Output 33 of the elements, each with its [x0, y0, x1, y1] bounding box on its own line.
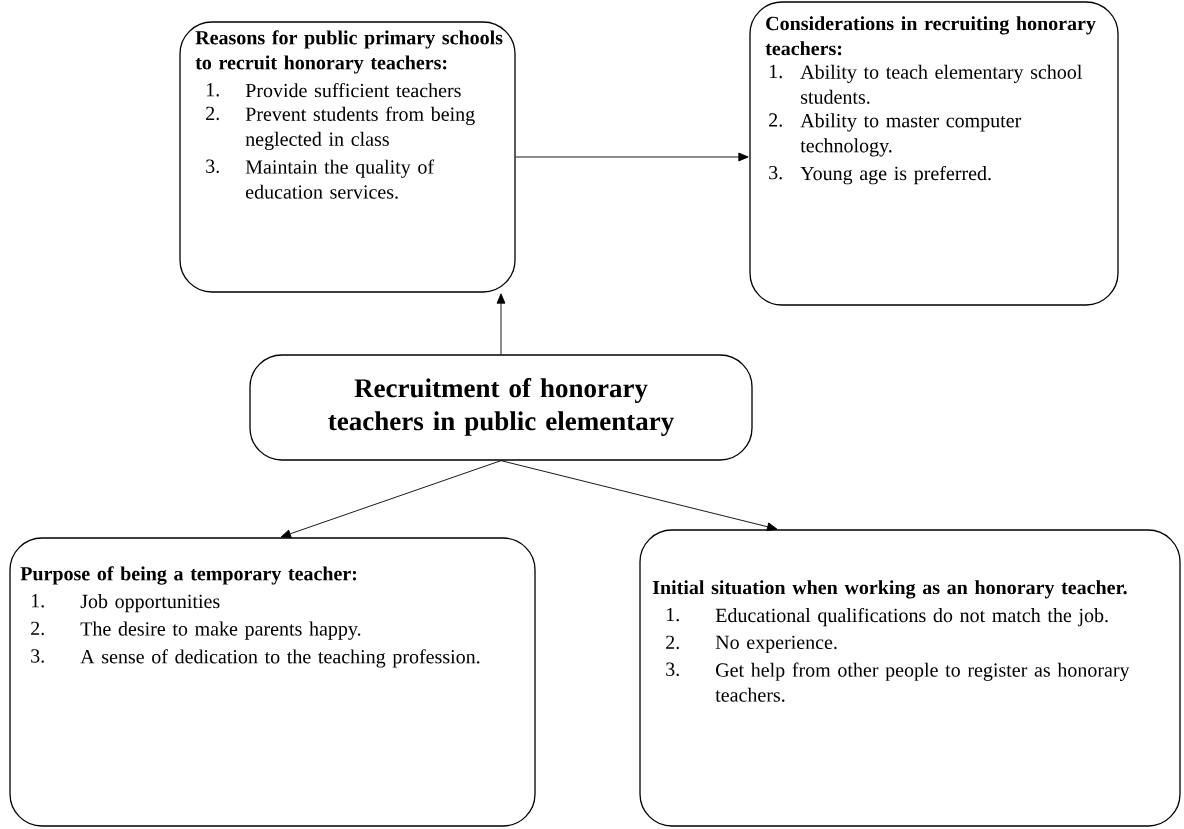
list-number: 1. [206, 83, 219, 97]
heading: Initial situation when working as an honorary teacher. [652, 580, 1127, 599]
heading: Purpose of being a temporary teacher: [20, 566, 357, 585]
list-item: Ability to teach elementary school students. [800, 64, 1082, 104]
arrow [500, 460, 778, 532]
list-item: Prevent students from being neglected in class [245, 106, 475, 151]
list-number: 2. [769, 113, 782, 127]
list-number: 2. [666, 635, 679, 650]
heading: Considerations in recruiting honorary teachers: [765, 16, 1096, 56]
list-item: Job opportunities [80, 594, 220, 613]
heading: Recruitment of honorary teachers in public elementary [328, 378, 674, 436]
list-item: Young age is preferred. [800, 165, 991, 185]
list-number: 1. [666, 607, 679, 622]
list-item: Get help from other people to register as honorary teachers. [715, 662, 1130, 702]
list-item: A sense of dedication to the teaching profession. [80, 649, 480, 668]
list-item: Ability to master computer technology. [800, 113, 1022, 157]
heading: Reasons for public primary schools to recruit honorary teachers: [195, 30, 503, 74]
list-item: Educational qualifications do not match the job. [715, 607, 1108, 627]
list-number: 2. [31, 621, 44, 636]
list-item: The desire to make parents happy. [80, 621, 361, 640]
list-item: No experience. [715, 635, 837, 654]
list-item: Maintain the quality of education services. [245, 159, 435, 199]
list-item: Provide sufficient teachers [245, 83, 461, 98]
list-number: 3. [666, 662, 679, 677]
arrow [496, 293, 506, 355]
arrow [515, 152, 749, 162]
list-number: 3. [31, 649, 44, 663]
list-number: 1. [31, 594, 44, 608]
list-number: 3. [206, 159, 219, 173]
list-number: 1. [769, 64, 782, 79]
list-number: 2. [206, 106, 219, 121]
list-number: 3. [769, 165, 782, 180]
arrow [280, 460, 502, 539]
